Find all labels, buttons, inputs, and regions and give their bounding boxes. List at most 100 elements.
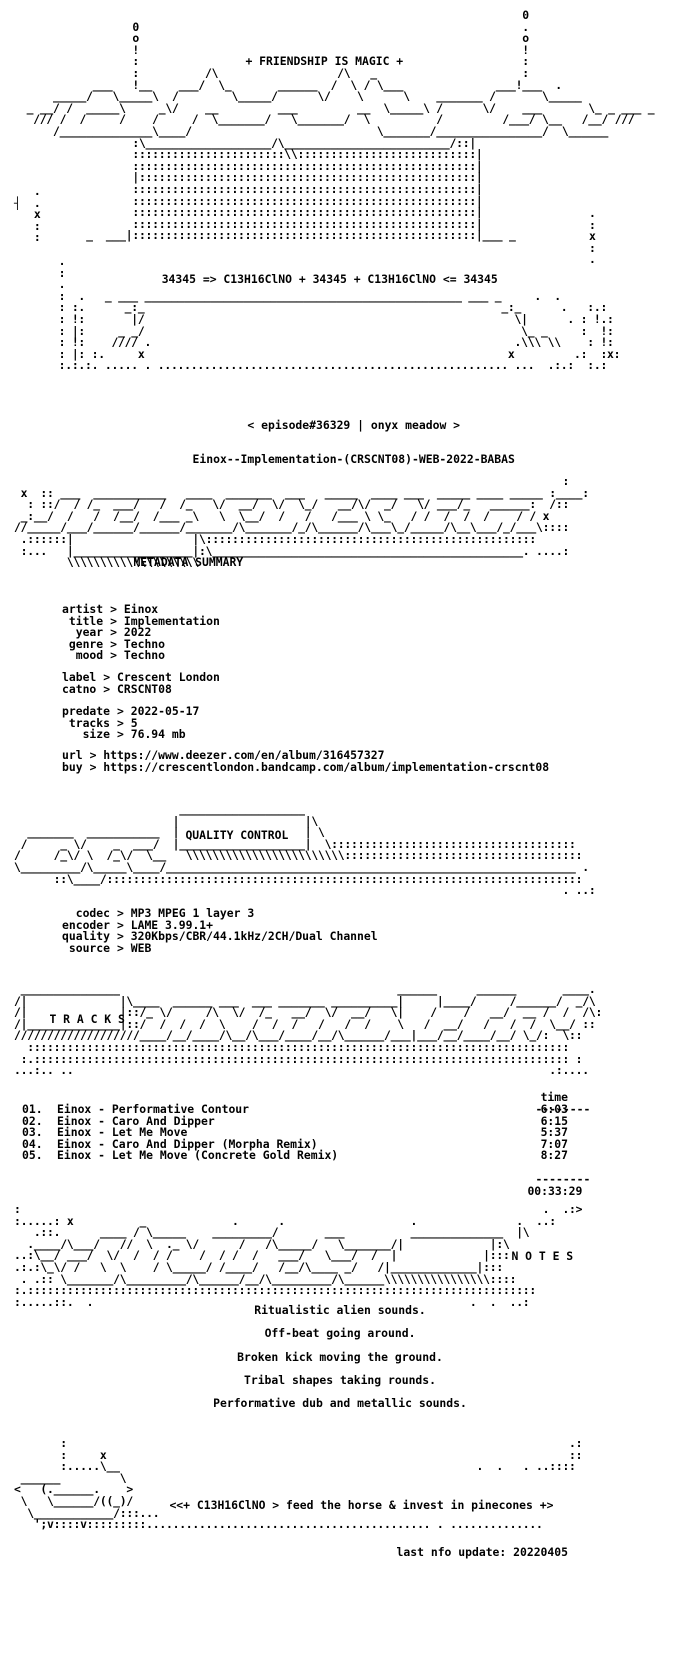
notes-title: N O T E S [511, 1248, 574, 1263]
total-time: 00:33:29 [527, 1183, 583, 1198]
kv-sep: > [110, 625, 124, 640]
kv-sep: > [117, 940, 131, 955]
kv-row: year > 2022 [62, 627, 220, 639]
track-name: Einox - Let Me Move (Concrete Gold Remix… [57, 1148, 339, 1163]
footer-slogan: <<+ C13H16ClNO > feed the horse & invest… [169, 1497, 554, 1512]
track-row: 04. Einox - Caro And Dipper (Morpha Remix… [22, 1136, 568, 1151]
kv-key: tracks [68, 715, 111, 730]
kv-value: 2022-05-17 [130, 704, 200, 718]
track-time: 8:27 [540, 1148, 568, 1163]
time-header-rule: -------- [535, 1101, 591, 1116]
kv-value: Techno [123, 636, 166, 651]
track-name: Einox - Caro And Dipper [57, 1113, 215, 1128]
kv-sep: > [117, 929, 131, 944]
kv-value: 320Kbps/CBR/44.1kHz/2CH/Dual Channel [130, 929, 378, 944]
quality-title: QUALITY CONTROL [185, 827, 289, 842]
kv-row: label > Crescent London [62, 670, 220, 684]
tracks-banner-art: _______________ ______ ______ ____. /| |… [14, 982, 603, 1078]
track-number: 03. [22, 1125, 43, 1140]
kv-key: quality [62, 929, 111, 944]
kv-value: Techno [123, 648, 166, 663]
header-side-marks-left: . ┤ . x : : [14, 184, 41, 245]
kv-sep: > [110, 613, 124, 628]
kv-sep: > [117, 906, 131, 920]
track-row: 05. Einox - Let Me Move (Concrete Gold Re… [22, 1150, 568, 1162]
header-logo-art: 0 0 . o o ! [26, 8, 655, 243]
kv-key: url [62, 748, 83, 762]
kv-sep: > [117, 715, 131, 730]
kv-row: predate> 2022-05-17 [62, 704, 200, 718]
kv-sep: > [103, 670, 118, 684]
kv-value: Einox [123, 602, 159, 616]
metadata-banner-art: : x :: ___ ___________ ____ _______ ___ … [14, 474, 589, 570]
kv-row: catno > CRSCNT08 [62, 681, 220, 696]
kv-value: 5 [130, 715, 138, 730]
kv-key: label [62, 670, 97, 684]
kv-row: url> https://www.deezer.com/en/album/316… [62, 748, 549, 762]
kv-key: artist [62, 602, 104, 616]
header-side-marks-right: . : x : . [589, 206, 596, 267]
kv-row: title > Implementation [62, 613, 220, 628]
kv-value: CRSCNT08 [117, 681, 172, 696]
kv-key: genre [68, 636, 104, 651]
kv-sep: > [117, 727, 131, 742]
kv-row: buy > https://crescentlondon.bandcamp.com… [62, 759, 550, 774]
track-name: Einox - Caro And Dipper (Morpha Remix) [57, 1136, 318, 1151]
track-number: 01. [22, 1102, 43, 1116]
kv-sep: > [117, 704, 131, 718]
friendship-text: + FRIENDSHIP IS MAGIC + [245, 53, 404, 68]
kv-value: https://www.deezer.com/en/album/31645732… [103, 748, 385, 762]
last-update: last nfo update: 20220405 [396, 1544, 568, 1559]
kv-value: Crescent London [117, 670, 220, 684]
track-time: 7:07 [540, 1136, 568, 1151]
kv-key: size [82, 727, 111, 742]
notes-line-5: Performative dub and metallic sounds. [213, 1396, 467, 1410]
kv-sep: > [110, 636, 124, 651]
kv-row: encoder> LAME 3.99.1+ [62, 917, 378, 932]
notes-line-1: Ritualistic alien sounds. [254, 1303, 426, 1317]
kv-value: LAME 3.99.1+ [130, 917, 214, 932]
kv-key: catno [62, 681, 97, 696]
kv-sep: > [103, 681, 118, 696]
time-header: time [540, 1089, 568, 1104]
kv-key: mood [75, 648, 104, 663]
kv-key: title [68, 613, 104, 628]
track-number: 04. [22, 1136, 43, 1151]
episode-line: < episode#36329 | onyx meadow > [247, 417, 461, 432]
notes-line-4: Tribal shapes taking rounds. [243, 1373, 437, 1387]
kv-value: 76.94 mb [130, 727, 186, 742]
kv-row: genre > Techno [62, 636, 220, 651]
kv-key: buy [62, 759, 83, 774]
notes-banner-art: : . .:> :.....: x _ . . . . ..: .::. ___… [14, 1202, 583, 1309]
track-number: 05. [22, 1148, 43, 1163]
notes-line-3: Broken kick moving the ground. [237, 1350, 443, 1364]
kv-sep: > [110, 602, 124, 616]
release-name: Einox--Implementation-(CRSCNT08)-WEB-202… [192, 451, 515, 466]
kv-value: Implementation [123, 613, 220, 628]
kv-value: MP3 MPEG 1 layer 3 [130, 906, 255, 920]
kv-value: https://crescentlondon.bandcamp.com/albu… [103, 759, 550, 774]
kv-key: year [75, 625, 104, 640]
metadata-title: METADATA SUMMARY [133, 554, 244, 569]
kv-row: size > 76.94 mb [62, 729, 199, 741]
kv-sep: > [117, 917, 131, 932]
track-time: 6:03 [540, 1102, 568, 1116]
kv-sep: > [89, 759, 104, 774]
kv-sep: > [110, 648, 124, 663]
kv-row: codec > MP3 MPEG 1 layer 3 [62, 906, 378, 920]
formula-line: 34345 => C13H16ClNO + 34345 + C13H16ClNO… [161, 271, 498, 286]
kv-row: artist > Einox [62, 602, 220, 616]
kv-key: codec [75, 906, 111, 920]
kv-value: 2022 [123, 625, 152, 640]
track-time: 5:37 [540, 1125, 568, 1140]
quality-banner-art: ___________________ | |\ _______ _______… [14, 802, 596, 898]
kv-row: tracks > 5 [62, 715, 199, 730]
kv-value: WEB [130, 940, 152, 955]
